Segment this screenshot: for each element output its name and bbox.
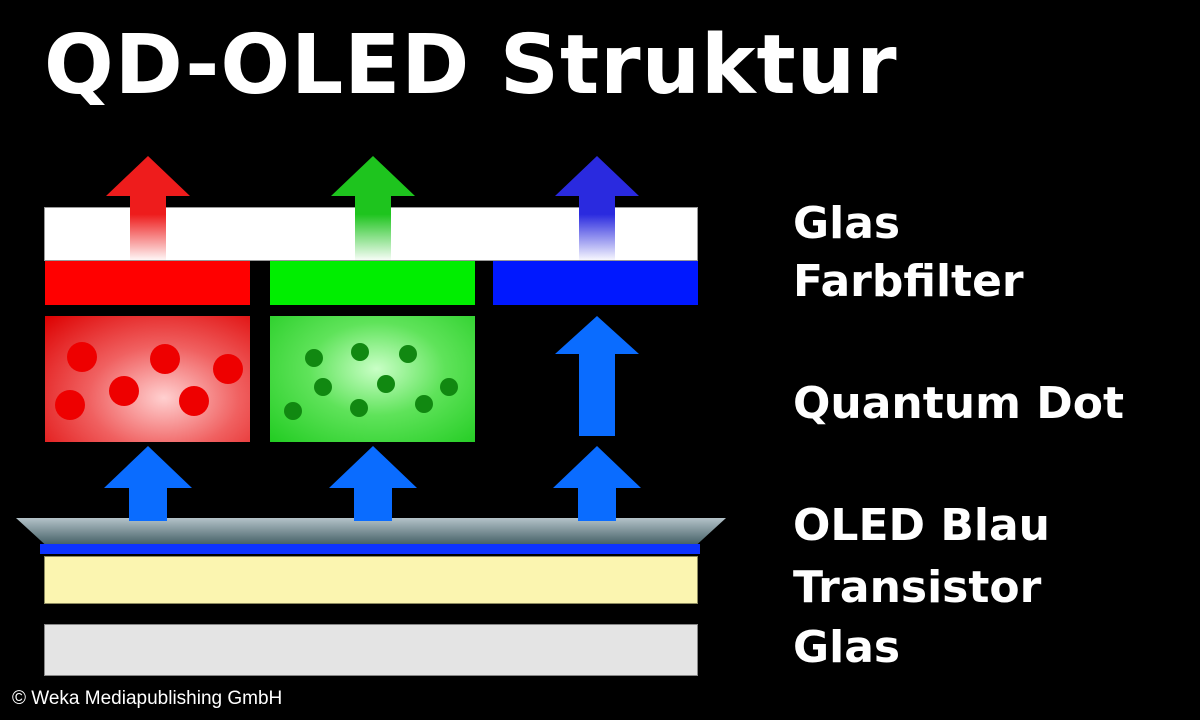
quantum-dot <box>67 342 97 372</box>
quantum-dot-red-cell <box>45 316 250 442</box>
quantum-dot <box>377 375 395 393</box>
oled-blue-arrow <box>104 446 192 521</box>
color-filter-red <box>45 261 250 305</box>
label-oled-blau: OLED Blau <box>793 500 1050 551</box>
blue-light-arrow <box>555 156 639 262</box>
oled-blue-arrow <box>553 446 641 521</box>
quantum-dot <box>399 345 417 363</box>
quantum-dot <box>284 402 302 420</box>
transistor-layer <box>44 556 698 604</box>
color-filter-blue <box>493 261 698 305</box>
quantum-dot <box>350 399 368 417</box>
red-light-arrow <box>106 156 190 262</box>
quantum-dot <box>213 354 243 384</box>
glass-bottom-layer <box>44 624 698 676</box>
quantum-dot <box>55 390 85 420</box>
quantum-dot <box>351 343 369 361</box>
copyright-notice: © Weka Mediapublishing GmbH <box>12 688 283 709</box>
oled-blue-arrow <box>329 446 417 521</box>
blue-pass-arrow <box>555 316 639 436</box>
label-glas-top: Glas <box>793 198 901 249</box>
oled-blue-layer <box>40 544 700 554</box>
label-glas-bottom: Glas <box>793 622 901 673</box>
diagram-title: QD-OLED Struktur <box>44 18 898 113</box>
oled-emission-glow <box>16 518 726 544</box>
label-farbfilter: Farbfilter <box>793 256 1024 307</box>
quantum-dot <box>440 378 458 396</box>
color-filter-green <box>270 261 475 305</box>
label-transistor: Transistor <box>793 562 1042 613</box>
label-quantum-dot: Quantum Dot <box>793 378 1125 429</box>
quantum-dot <box>150 344 180 374</box>
quantum-dot <box>179 386 209 416</box>
quantum-dot <box>314 378 332 396</box>
green-light-arrow <box>331 156 415 262</box>
quantum-dot-green-cell <box>270 316 475 442</box>
quantum-dot <box>415 395 433 413</box>
quantum-dot <box>109 376 139 406</box>
quantum-dot <box>305 349 323 367</box>
